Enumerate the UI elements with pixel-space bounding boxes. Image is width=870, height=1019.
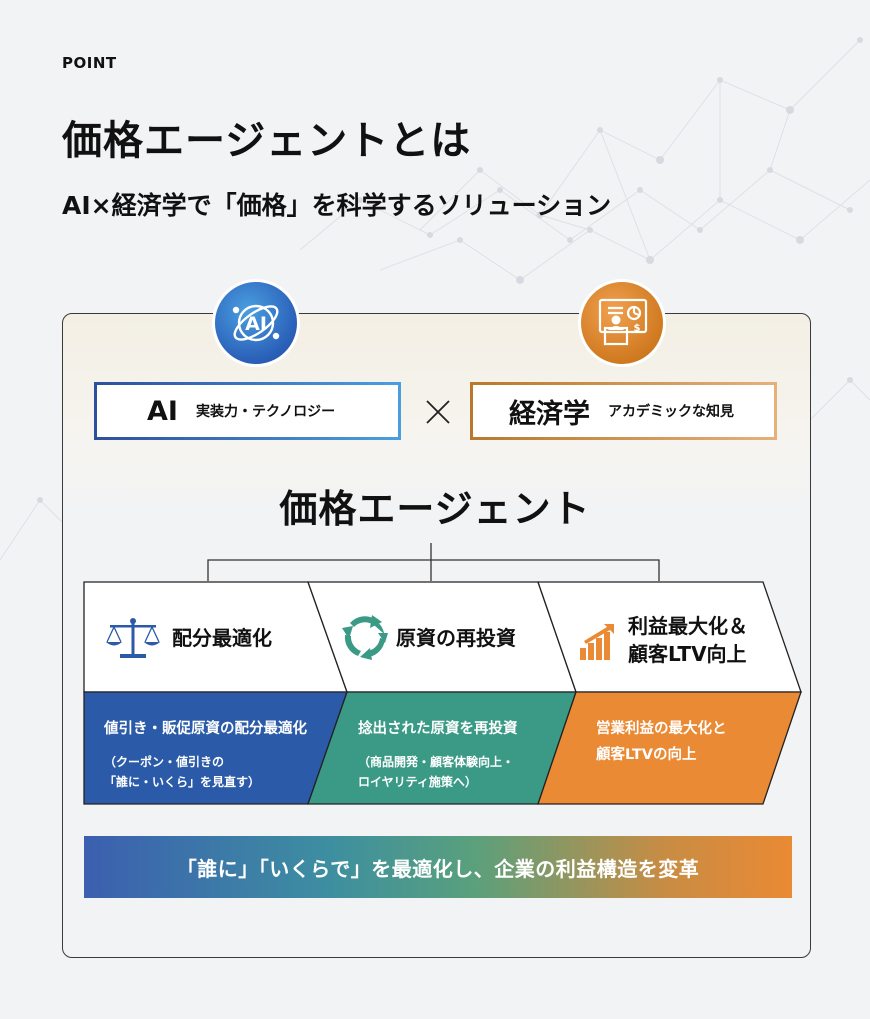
- ai-pillar-subtitle: 実装力・テクノロジー: [195, 404, 336, 420]
- step-3-title-line-2: 顧客LTV向上: [628, 642, 747, 666]
- step-3-body: [537, 691, 802, 805]
- economics-pillar-title: 経済学: [509, 398, 590, 430]
- ai-icon: AI: [212, 279, 300, 367]
- growth-chart-icon: [580, 624, 614, 660]
- step-2-note-line-2: ロイヤリティ施策へ）: [358, 775, 477, 789]
- economics-pillar: 経済学 アカデミックな知見: [470, 382, 777, 440]
- economics-pillar-subtitle: アカデミックな知見: [608, 404, 734, 420]
- step-1-main: 値引き・販促原資の配分最適化: [104, 721, 307, 737]
- step-2-main: 捻出された原資を再投資: [358, 721, 518, 737]
- svg-text:$: $: [634, 323, 641, 334]
- step-2-note: （商品開発・顧客体験向上・ ロイヤリティ施策へ）: [358, 752, 518, 792]
- step-2-description: 捻出された原資を再投資 （商品開発・顧客体験向上・ ロイヤリティ施策へ）: [358, 718, 518, 792]
- recycle-icon: [342, 615, 388, 660]
- page-subtitle: AI×経済学で「価格」を科学するソリューション: [62, 191, 612, 220]
- step-1-title: 配分最適化: [172, 626, 272, 650]
- step-1-description: 値引き・販促原資の配分最適化 （クーポン・値引きの 「誰に・いくら」を見直す）: [104, 718, 307, 792]
- ai-pillar-title: AI: [147, 395, 178, 427]
- times-icon: [426, 400, 450, 424]
- step-3-description: 営業利益の最大化と 顧客LTVの向上: [596, 718, 727, 766]
- step-1-note: （クーポン・値引きの 「誰に・いくら」を見直す）: [104, 752, 307, 792]
- step-3-main-line-1: 営業利益の最大化と: [596, 721, 727, 737]
- step-2-title: 原資の再投資: [396, 626, 516, 650]
- point-label: POINT: [62, 54, 117, 72]
- summary-banner: 「誰に」「いくらで」を最適化し、企業の利益構造を変革: [84, 836, 792, 898]
- step-3-main-line-2: 顧客LTVの向上: [596, 747, 697, 763]
- page-title: 価格エージェントとは: [62, 118, 472, 164]
- svg-text:AI: AI: [245, 313, 267, 335]
- step-1-note-line-2: 「誰に・いくら」を見直す）: [104, 775, 261, 789]
- step-3-title: 利益最大化＆ 顧客LTV向上: [628, 612, 748, 668]
- presentation-icon: $: [578, 279, 666, 367]
- step-3-title-line-1: 利益最大化＆: [628, 614, 748, 638]
- step-1-note-line-1: （クーポン・値引きの: [104, 755, 225, 769]
- scale-icon: [106, 618, 160, 658]
- ai-pillar: AI 実装力・テクノロジー: [94, 382, 401, 440]
- agent-title: 価格エージェント: [279, 487, 591, 531]
- step-2-note-line-1: （商品開発・顧客体験向上・: [358, 755, 515, 769]
